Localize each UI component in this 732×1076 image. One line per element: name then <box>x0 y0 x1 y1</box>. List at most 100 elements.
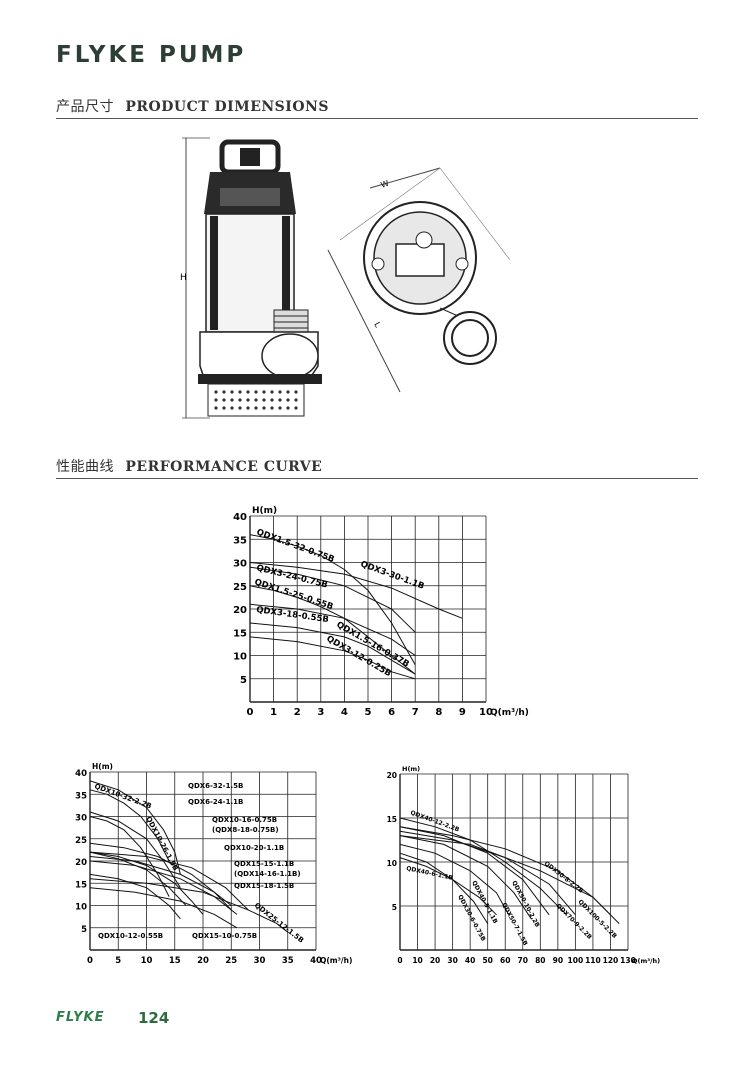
series-label: QDX15-10-0.75B <box>192 932 257 940</box>
series-label: QDX15-15-1.1B <box>234 860 294 868</box>
x-tick-label: 1 <box>270 707 277 718</box>
series-label: QDX10-26-1.5B <box>144 815 179 872</box>
x-tick-label: 0 <box>87 956 93 966</box>
pump-top-handle <box>395 243 445 277</box>
series-line <box>249 562 463 619</box>
series-line <box>89 878 289 933</box>
dimension-line-l <box>327 249 401 393</box>
series-line <box>399 852 489 924</box>
y-tick-label: 35 <box>75 791 87 801</box>
x-tick-label: 3 <box>317 707 324 718</box>
footer-logo: FLYKE <box>56 1010 105 1025</box>
x-tick-label: 35 <box>282 956 294 966</box>
x-tick-label: 90 <box>553 956 563 965</box>
x-tick-label: 0 <box>247 707 254 718</box>
brand-title: FLYKE PUMP <box>56 42 247 68</box>
y-axis-label: H(m) <box>92 762 113 771</box>
y-tick-label: 5 <box>81 925 87 935</box>
series-line <box>249 622 416 675</box>
series-label: QDX15-18-1.5B <box>234 882 294 890</box>
series-line <box>89 851 204 915</box>
dimensions-heading: 产品尺寸 PRODUCT DIMENSIONS <box>56 96 329 116</box>
page-number: 124 <box>138 1009 170 1027</box>
strainer-holes <box>214 390 298 410</box>
y-tick-label: 35 <box>233 535 247 546</box>
series-line <box>89 873 181 920</box>
series-line <box>249 636 416 680</box>
pump-body-rib-left <box>210 216 218 330</box>
x-axis-label: Q(m³/h) <box>632 957 660 965</box>
dimensions-heading-cn: 产品尺寸 <box>56 99 114 115</box>
x-tick-label: 20 <box>197 956 209 966</box>
series-label: QDX1.5-32-0.75B <box>255 527 336 565</box>
y-tick-label: 15 <box>387 815 397 824</box>
series-line <box>89 780 181 875</box>
x-tick-label: 130 <box>620 956 636 965</box>
x-tick-label: 25 <box>225 956 237 966</box>
y-axis-label: H(m) <box>402 765 420 773</box>
y-tick-label: 15 <box>75 880 87 890</box>
x-tick-label: 50 <box>482 956 492 965</box>
x-tick-label: 0 <box>397 956 402 965</box>
series-line <box>89 789 170 862</box>
series-line <box>89 851 249 911</box>
y-tick-label: 20 <box>387 771 397 780</box>
series-line <box>89 860 238 915</box>
x-tick-label: 9 <box>459 707 466 718</box>
series-line <box>399 830 576 916</box>
x-tick-label: 5 <box>365 707 372 718</box>
series-label: QDX25-12-1.5B <box>253 901 305 944</box>
x-tick-label: 10 <box>141 956 153 966</box>
x-tick-label: 80 <box>535 956 545 965</box>
y-tick-label: 40 <box>75 769 87 779</box>
x-tick-label: 60 <box>500 956 510 965</box>
y-tick-label: 25 <box>75 836 87 846</box>
x-tick-label: 15 <box>169 956 181 966</box>
x-tick-label: 7 <box>412 707 419 718</box>
series-line <box>89 811 181 888</box>
series-label: QDX90-8-2.2B <box>543 860 585 895</box>
pump-body-rib-right <box>282 216 290 330</box>
y-tick-label: 30 <box>75 814 87 824</box>
dimension-label-l: L <box>372 321 382 330</box>
y-tick-label: 5 <box>240 675 247 686</box>
series-label: (QDX14-16-1.1B) <box>234 870 301 878</box>
series-line <box>249 566 416 633</box>
curve-heading: 性能曲线 PERFORMANCE CURVE <box>56 456 322 476</box>
outlet-connector <box>439 307 459 317</box>
series-line <box>249 603 416 656</box>
y-tick-label: 30 <box>233 559 247 570</box>
x-axis-label: Q(m³/h) <box>320 956 352 965</box>
y-axis-label: H(m) <box>252 506 277 516</box>
series-line <box>89 816 170 897</box>
series-label: QDX6-32-1.5B <box>188 782 243 790</box>
series-line <box>89 887 238 929</box>
series-label: QDX10-16-0.75B <box>212 816 277 824</box>
x-tick-label: 20 <box>430 956 440 965</box>
pump-top-view: W L <box>327 167 511 393</box>
series-line <box>89 842 232 911</box>
y-tick-label: 10 <box>233 652 247 663</box>
series-line <box>89 851 187 906</box>
y-tick-label: 5 <box>392 903 397 912</box>
pump-cap-panel <box>220 188 280 206</box>
bolt-right <box>455 257 469 271</box>
y-tick-label: 20 <box>75 858 87 868</box>
x-tick-label: 2 <box>294 707 301 718</box>
cable-gland <box>415 231 433 249</box>
x-tick-label: 6 <box>388 707 395 718</box>
x-tick-label: 120 <box>603 956 619 965</box>
x-tick-label: 110 <box>585 956 601 965</box>
series-line <box>89 856 232 906</box>
series-line <box>249 534 416 666</box>
series-label: QDX6-24-1.1B <box>188 798 243 806</box>
outlet-flange-inner <box>451 319 489 357</box>
curve-divider <box>56 478 698 479</box>
x-tick-label: 70 <box>518 956 528 965</box>
x-tick-label: 4 <box>341 707 348 718</box>
dimensions-divider <box>56 118 698 119</box>
y-tick-label: 40 <box>233 512 247 523</box>
